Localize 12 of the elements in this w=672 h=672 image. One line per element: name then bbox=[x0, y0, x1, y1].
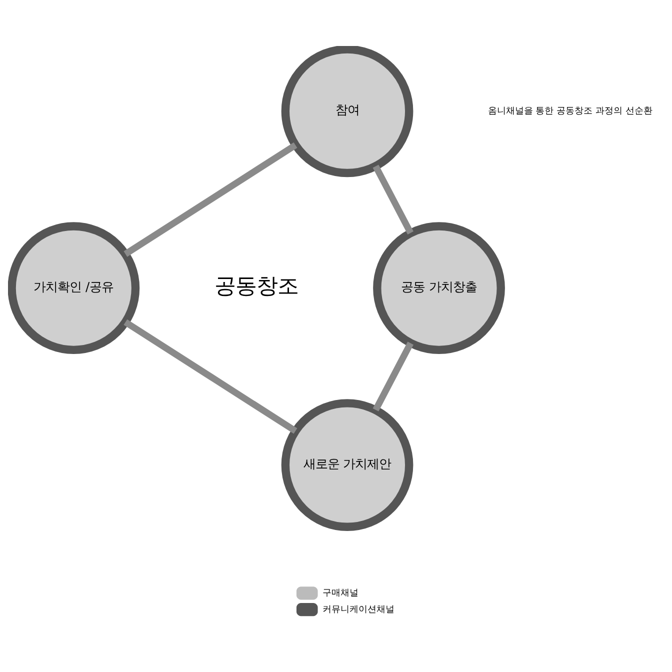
connector bbox=[372, 342, 414, 412]
connector bbox=[124, 319, 298, 434]
connector bbox=[124, 142, 298, 257]
connector bbox=[372, 164, 414, 234]
node-circle: 공동 가치창출 bbox=[373, 222, 505, 354]
label: 옴니채널을 통한 공동창조 과정의 선순환 bbox=[488, 106, 652, 116]
label: 공동창조 bbox=[214, 274, 298, 300]
node-circle: 새로운 가치제안 bbox=[281, 399, 414, 531]
legend-label: 구매채널 bbox=[322, 588, 359, 599]
legend-label: 커뮤니케이션채널 bbox=[322, 604, 395, 615]
node-circle: 참여 bbox=[281, 46, 414, 178]
node-circle: 가치확인 /공유 bbox=[8, 222, 140, 354]
